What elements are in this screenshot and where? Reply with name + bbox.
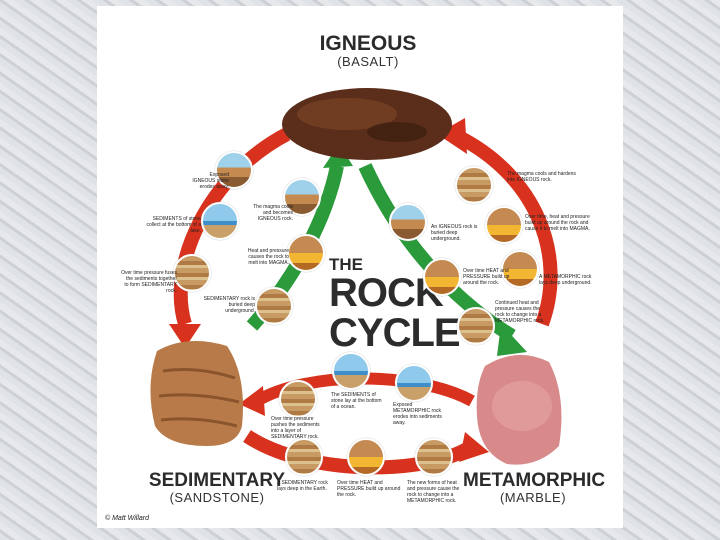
step-exposed-igneous — [215, 151, 253, 189]
caption-continued-heat: Continued heat and pressure causes the r… — [495, 300, 545, 324]
step-sediments-lake — [201, 202, 239, 240]
caption-magma-cools-igneous: The magma cools and becomes IGNEOUS rock… — [253, 204, 293, 222]
arrowhead-sedimentary — [169, 324, 201, 348]
step-metamorphic-deep — [501, 250, 539, 288]
step-pressure-pushes — [279, 380, 317, 418]
step-heat-pressure-bottom — [347, 438, 385, 476]
title-the: THE — [329, 255, 363, 274]
arrowhead-igneous-right — [437, 118, 467, 154]
caption-overtime-heat-pressure: Over time HEAT and PRESSURE build up aro… — [337, 480, 401, 498]
step-magma-cools-right — [455, 166, 493, 204]
arrowhead-metamorphic-bottom — [459, 432, 489, 462]
step-igneous-forms — [283, 178, 321, 216]
caption-heat-pressure-magma: Heat and pressure causes the rock to mel… — [247, 248, 289, 266]
sandstone-rock — [150, 341, 243, 446]
caption-sediments-layer: The SEDIMENTS of stone lay at the bottom… — [331, 392, 382, 410]
caption-exposed-metamorphic: Exposed METAMORPHIC rock erodes into sed… — [393, 402, 442, 426]
sedimentary-example: (SANDSTONE) — [169, 490, 265, 505]
step-sediments-ocean — [332, 352, 370, 390]
step-igneous-buried — [389, 203, 427, 241]
caption-metamorphic-pressure: A METAMORPHIC rock lays deep underground… — [539, 274, 592, 286]
caption-igneous-buried: An IGNEOUS rock is buried deep undergrou… — [431, 224, 478, 242]
caption-heat-pressure-build: Over time HEAT and PRESSURE build up aro… — [463, 268, 510, 286]
arrowhead-green-metamorphic — [497, 324, 527, 356]
sedimentary-heading: SEDIMENTARY — [148, 470, 286, 491]
caption-sedimentary-buried: SEDIMENTARY rock is buried deep undergro… — [203, 296, 255, 314]
caption-overtime-heat-melt: Over time, heat and pressure build up ar… — [525, 214, 590, 232]
caption-overtime-pressure: Over time pressure pushes the sediments … — [271, 416, 320, 440]
step-melt-magma-right — [485, 206, 523, 244]
step-heat-pressure-build — [423, 258, 461, 296]
metamorphic-example: (MARBLE) — [499, 490, 567, 505]
diagram-panel: IGNEOUS (BASALT) SEDIMENTARY (SANDSTONE)… — [97, 6, 623, 528]
title-cycle: CYCLE — [329, 311, 461, 355]
arrow-metamorphic-to-igneous — [453, 129, 558, 327]
step-sedimentary-buried — [255, 287, 293, 325]
step-continued-heat — [457, 307, 495, 345]
arrowhead-sedimentary-top — [239, 386, 265, 416]
step-pressure-fuses — [173, 254, 211, 292]
step-sedimentary-deep — [285, 438, 323, 476]
step-exposed-metamorphic — [395, 364, 433, 402]
caption-magma-cools: The magma cools and hardens into IGNEOUS… — [507, 171, 576, 183]
caption-pressure-cement: Over time pressure fuses the sediments t… — [121, 270, 177, 294]
arrow-igneous-to-sedimentary — [173, 127, 291, 327]
caption-exposed: Exposed IGNEOUS stone erodes away. — [192, 172, 229, 190]
credit-text: © Matt Willard — [105, 515, 149, 522]
step-melt-magma-left — [287, 234, 325, 272]
metamorphic-heading: METAMORPHIC — [463, 470, 606, 491]
caption-sedimentary-deep: A SEDIMENTARY rock lays deep in the Eart… — [277, 480, 328, 492]
caption-heat-pressure-change: The new forms of heat and pressure cause… — [407, 480, 460, 504]
igneous-heading: IGNEOUS — [319, 32, 417, 55]
rock-cycle-title: THE ROCK CYCLE — [329, 255, 461, 355]
caption-sediments-eroded: SEDIMENTS of stone collect at the bottom… — [146, 216, 201, 234]
igneous-example: (BASALT) — [337, 54, 399, 69]
step-change-metamorphic — [415, 438, 453, 476]
